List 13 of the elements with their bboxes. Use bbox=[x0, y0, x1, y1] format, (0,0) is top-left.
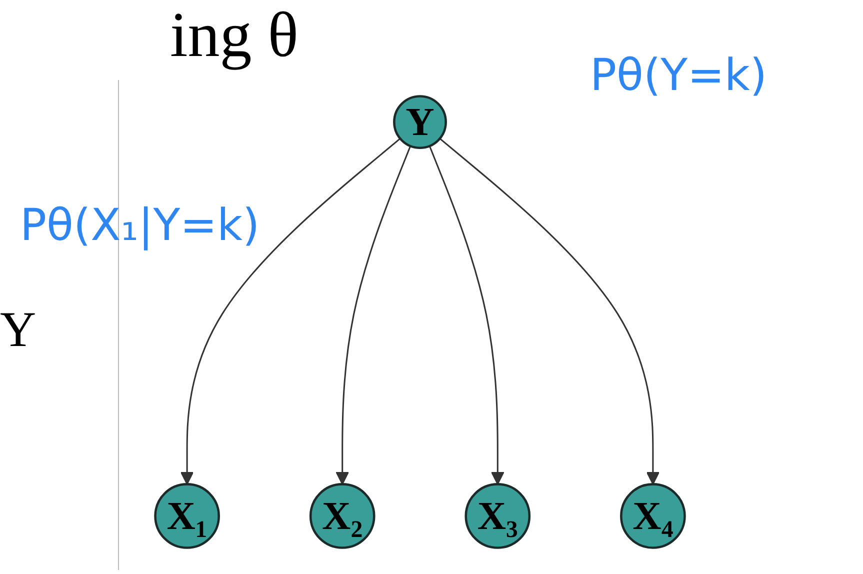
handwritten-note: Pθ(X₁|Y=k) bbox=[20, 200, 260, 251]
handwritten-note: Pθ(Y=k) bbox=[590, 50, 768, 101]
heading: ing θ bbox=[170, 0, 298, 70]
arrow bbox=[336, 146, 412, 485]
side-text: Y bbox=[0, 300, 36, 358]
node-circle: X₃ bbox=[464, 483, 531, 549]
arrow bbox=[180, 138, 401, 485]
node-circle: X₄ bbox=[620, 483, 686, 549]
node-circle: Y bbox=[393, 95, 447, 150]
node-circle: X₁ bbox=[154, 483, 220, 549]
arrow bbox=[439, 138, 660, 485]
arrow bbox=[428, 146, 504, 485]
node-circle: X₂ bbox=[309, 483, 376, 549]
